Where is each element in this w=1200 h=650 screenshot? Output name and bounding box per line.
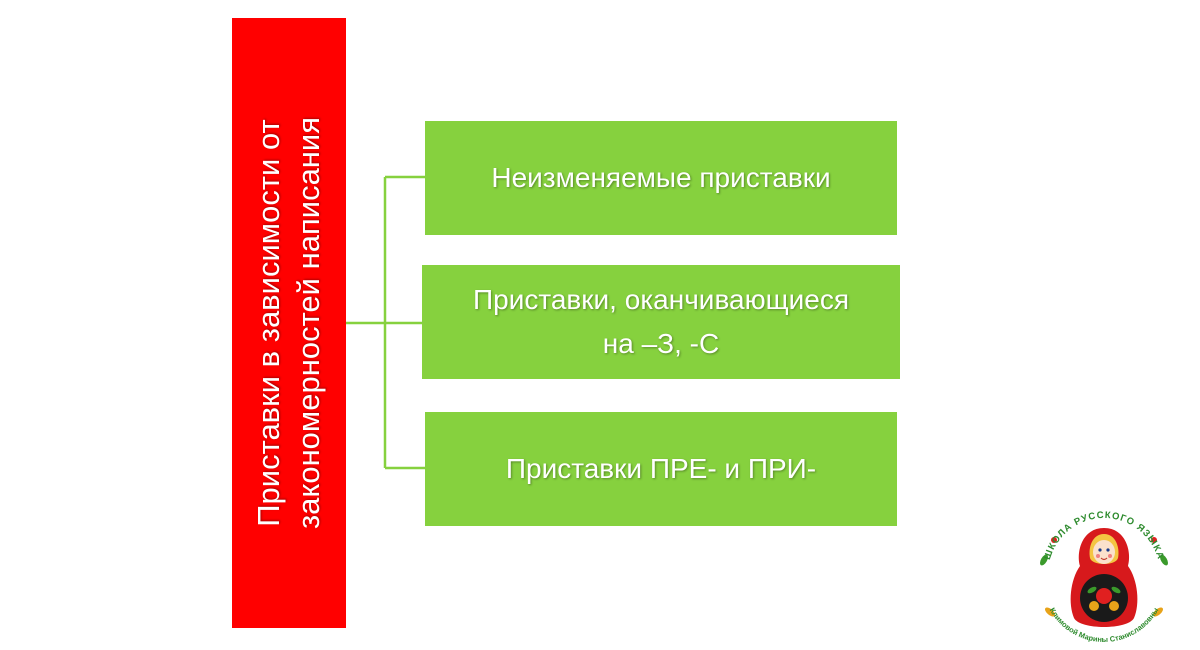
child-node-2: Приставки, оканчивающиеся на –З, -С <box>422 265 900 379</box>
child-node-1: Неизменяемые приставки <box>425 121 897 235</box>
school-logo: ШКОЛА РУССКОГО ЯЗЫКА Климовой Марины Ста… <box>1030 500 1178 648</box>
root-node: Приставки в зависимости от закономерност… <box>232 18 346 628</box>
child-3-label: Приставки ПРЕ- и ПРИ- <box>506 447 816 491</box>
child-2-label-line-1: Приставки, оканчивающиеся <box>473 278 849 322</box>
root-label-line-1: Приставки в зависимости от <box>249 117 289 529</box>
child-node-3: Приставки ПРЕ- и ПРИ- <box>425 412 897 526</box>
matryoshka-icon <box>1071 528 1138 627</box>
root-label-line-2: закономерностей написания <box>289 117 329 529</box>
child-1-label: Неизменяемые приставки <box>491 156 830 200</box>
root-node-label: Приставки в зависимости от закономерност… <box>249 117 329 529</box>
child-2-label-line-2: на –З, -С <box>473 322 849 366</box>
